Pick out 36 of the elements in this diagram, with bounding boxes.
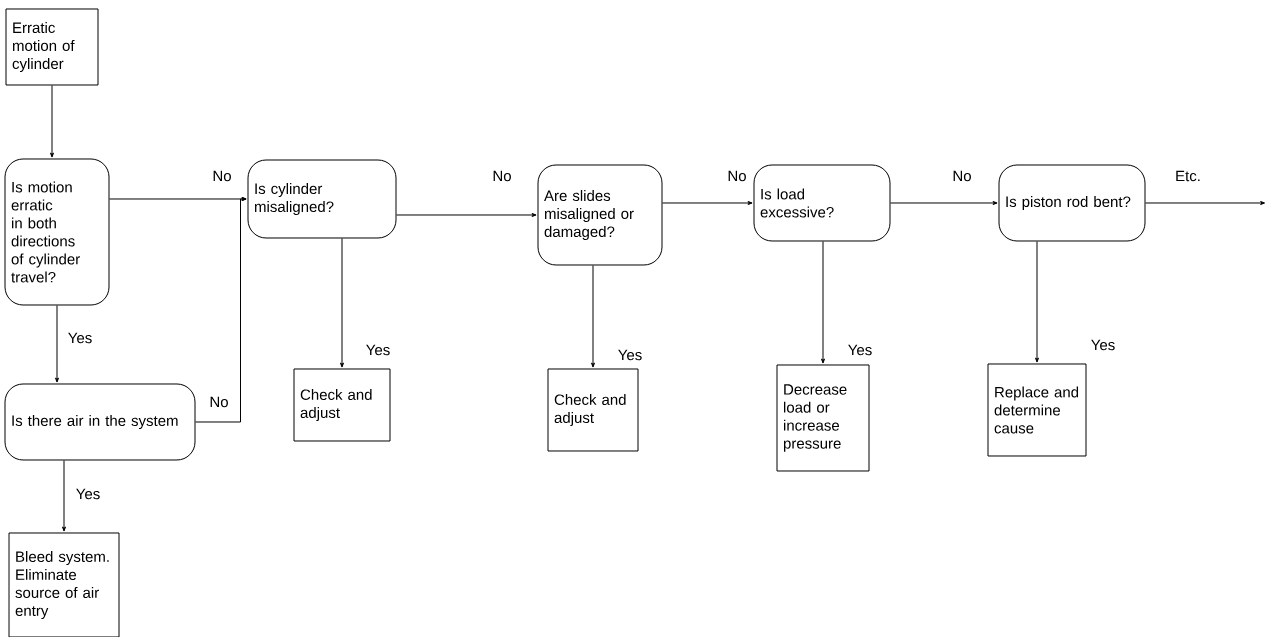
decision-box: Is cylinder misaligned?: [247, 159, 397, 239]
decision-box: Is there air in the system: [4, 383, 196, 461]
action-box: Check and adjust: [547, 368, 639, 452]
arrow: [195, 197, 247, 423]
arrow: [821, 241, 825, 364]
arrow: [396, 213, 537, 217]
arrow: [890, 201, 998, 205]
edge-label: No: [951, 169, 973, 183]
action-box: Erratic motion of cylinder: [5, 8, 99, 86]
arrow: [50, 85, 54, 158]
action-box: Check and adjust: [293, 368, 391, 442]
edge-label: Yes: [616, 348, 644, 362]
edge-label: Yes: [74, 487, 102, 501]
edge-label: No: [491, 169, 513, 183]
edge-label: No: [208, 395, 230, 409]
arrow: [662, 201, 753, 205]
arrow: [340, 238, 344, 368]
action-box: Replace and determine cause: [987, 363, 1087, 457]
edge-label: Yes: [846, 343, 874, 357]
arrow: [55, 305, 59, 383]
edge-label: Etc.: [1174, 169, 1202, 183]
arrow: [591, 265, 595, 368]
arrow: [62, 460, 66, 532]
decision-box: Is motion erratic in both directions of cylinder travel?: [4, 158, 110, 306]
arrow: [1035, 241, 1039, 363]
decision-box: Is load excessive?: [753, 164, 891, 242]
edge-label: Yes: [1089, 338, 1117, 352]
edge-label: No: [726, 169, 748, 183]
edge-label: Yes: [364, 343, 392, 357]
decision-box: Is piston rod bent?: [998, 164, 1146, 242]
arrow: [1145, 201, 1266, 205]
edge-label: No: [211, 169, 233, 183]
action-box: Bleed system. Eliminate source of air entry: [8, 532, 120, 637]
edge-label: Yes: [66, 331, 94, 345]
action-box: Decrease load or increase pressure: [776, 364, 870, 472]
decision-box: Are slides misaligned or damaged?: [537, 164, 663, 266]
